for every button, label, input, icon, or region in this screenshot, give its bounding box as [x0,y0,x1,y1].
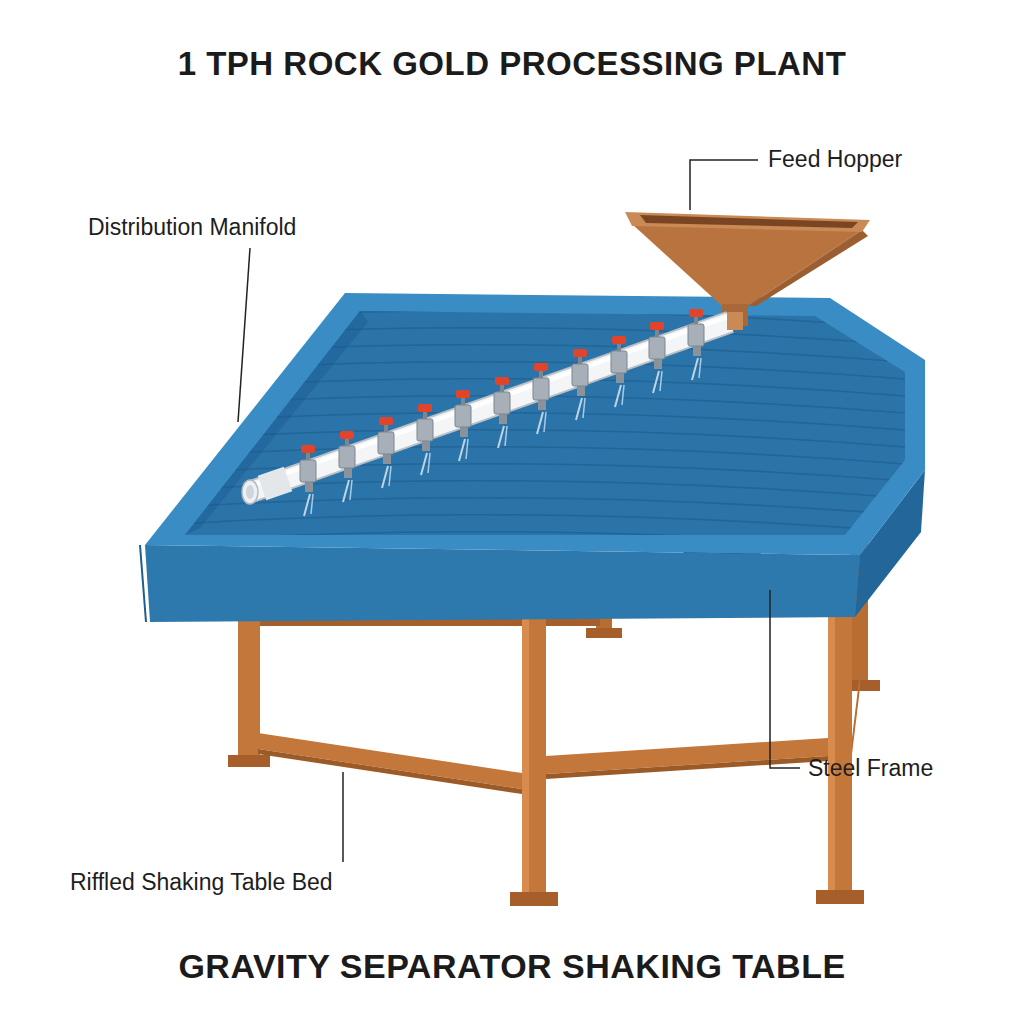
riffle-line [150,328,930,347]
spray-valve [417,404,433,475]
spray-valve [300,445,316,516]
riffle-line [150,532,930,551]
hopper-opening [640,215,858,228]
frame-foot [228,755,270,767]
spray-valve [494,377,510,448]
manifold-pipe-outline [250,322,730,492]
riffle-group [150,311,930,551]
part-label: Feed Hopper [768,146,902,172]
part-label: Riffled Shaking Table Bed [70,869,333,895]
spray-valve [455,390,471,461]
riffle-line [150,515,930,534]
frame-foot [510,892,558,906]
riffle-line [150,311,930,330]
tray-seam [140,545,146,622]
leader-line [770,590,800,768]
frame-leg [522,612,546,896]
title-text: 1 TPH ROCK GOLD PROCESSING PLANT [0,44,1024,84]
leader-line [342,772,344,862]
spray-valve [611,336,627,407]
spray-valve [688,309,704,380]
leader-line [690,160,758,210]
riffle-line [150,447,930,466]
pipe-end-bore [246,485,254,499]
riffle-line [150,345,930,364]
pipe-coupler [262,479,288,488]
frame-leg-highlight [828,596,835,894]
spray-valve [339,431,355,502]
pipe-end-cap [242,480,258,504]
riffle-line [150,430,930,449]
frame-leg [828,596,852,894]
hopper-rim [625,212,870,232]
hopper-body [632,224,862,306]
leader-line [238,248,250,422]
frame-rail [852,672,860,754]
spray-valve [378,417,394,488]
pipe-fitting [727,312,743,330]
frame-foot [586,628,622,638]
frame-rail [258,733,522,789]
frame-rail-shadow [258,749,522,794]
tray-front-face [145,545,860,622]
frame-foot [816,890,864,904]
frame-leg [238,612,260,760]
spray-valve [572,349,588,420]
part-label: Steel Frame [808,755,933,781]
manifold-pipe-highlight [250,316,730,486]
caption-text: GRAVITY SEPARATOR SHAKING TABLE [0,946,1024,987]
frame-leg-highlight [522,612,529,896]
manifold-pipe [250,322,730,492]
part-label: Distribution Manifold [88,214,296,240]
spray-valve [649,322,665,393]
spray-valve [533,363,549,434]
hopper-side [748,230,868,306]
riffle-line [150,498,930,517]
